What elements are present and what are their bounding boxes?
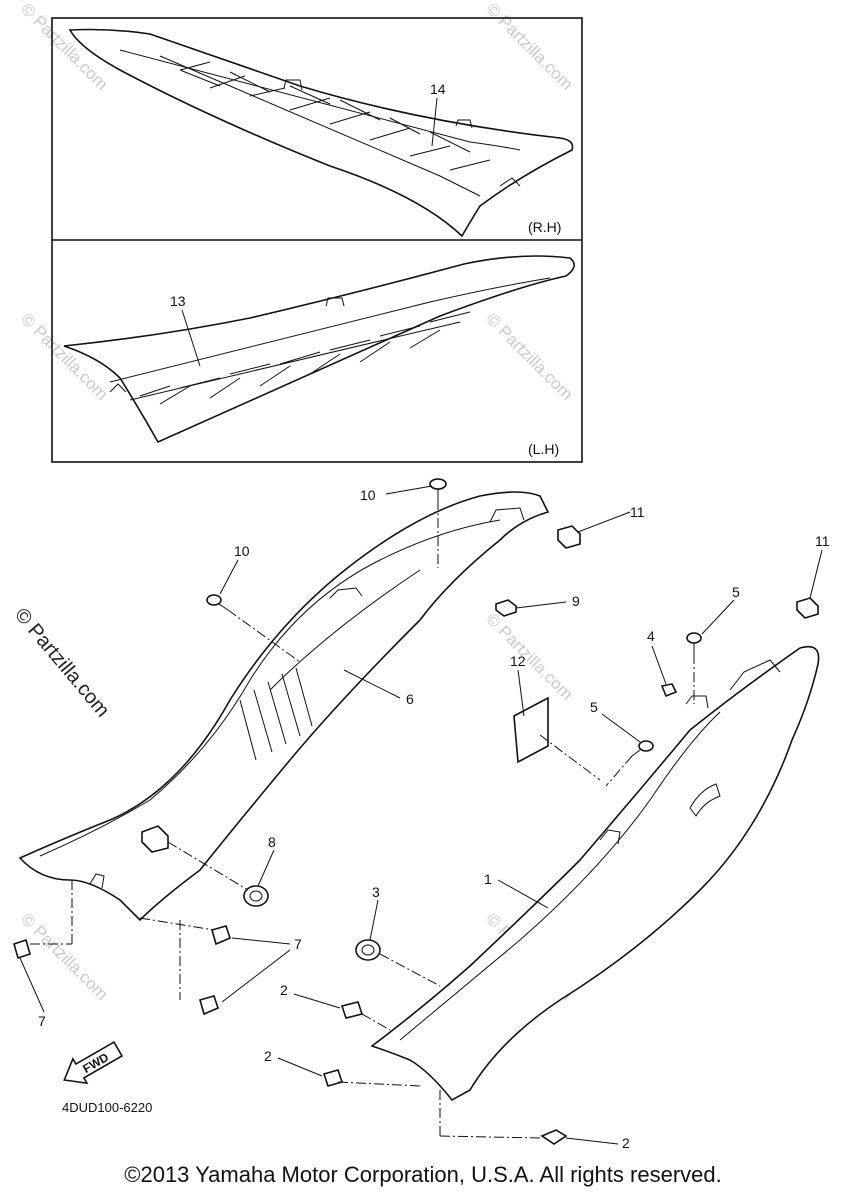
inset-label-rh: (R.H) bbox=[528, 219, 561, 235]
callout-leaders bbox=[19, 485, 823, 1145]
watermark-text: © Partzilla.com bbox=[482, 0, 576, 94]
callout-2: 2 bbox=[280, 982, 288, 998]
copyright-footer: ©2013 Yamaha Motor Corporation, U.S.A. A… bbox=[124, 1162, 722, 1187]
callout-11: 11 bbox=[630, 504, 645, 520]
diagram-code: 4DUD100-6220 bbox=[62, 1100, 152, 1115]
fwd-arrow-icon: FWD bbox=[63, 1040, 124, 1085]
part-8-grommet bbox=[243, 885, 269, 907]
part-7-damper-a bbox=[211, 925, 231, 946]
part-4-nut bbox=[660, 683, 678, 698]
inset-box bbox=[51, 17, 583, 463]
part-2-damper-c bbox=[540, 1129, 568, 1145]
side-watermark: © Partzilla.com bbox=[10, 604, 113, 721]
callout-7: 7 bbox=[38, 1013, 46, 1029]
part-10-screw-a bbox=[429, 478, 447, 500]
watermark-text: © Partzilla.com bbox=[482, 609, 576, 703]
part-6-side-cover-upper bbox=[18, 491, 550, 922]
part-2-damper-a bbox=[340, 1001, 364, 1019]
callout-1: 1 bbox=[484, 871, 492, 887]
callout-4: 4 bbox=[647, 628, 655, 644]
part-12-label bbox=[513, 696, 549, 764]
callout-5: 5 bbox=[590, 699, 598, 715]
part-1-side-cover-lower bbox=[370, 645, 820, 1102]
part-10-screw-b bbox=[206, 594, 229, 611]
part-7-damper-b bbox=[199, 995, 219, 1016]
part-13-inner-cover-left bbox=[63, 255, 575, 444]
part-3-grommet bbox=[355, 939, 381, 961]
callout-3: 3 bbox=[372, 884, 380, 900]
callout-7: 7 bbox=[294, 936, 302, 952]
part-9-nut bbox=[495, 599, 517, 617]
callout-2: 2 bbox=[622, 1135, 630, 1151]
part-5-bolt-b bbox=[631, 740, 654, 757]
callout-13: 13 bbox=[170, 293, 186, 309]
callout-10: 10 bbox=[234, 543, 250, 559]
callout-10: 10 bbox=[360, 487, 376, 503]
callout-5: 5 bbox=[732, 584, 740, 600]
part-damper bbox=[141, 825, 169, 853]
watermark-text: © Partzilla.com bbox=[17, 909, 111, 1003]
leader-lines bbox=[30, 500, 695, 1139]
callout-12: 12 bbox=[510, 653, 526, 669]
watermark-text: © Partzilla.com bbox=[482, 309, 576, 403]
callout-2: 2 bbox=[264, 1048, 272, 1064]
inset-label-lh: (L.H) bbox=[528, 441, 559, 457]
callout-8: 8 bbox=[268, 834, 276, 850]
part-11-nut-a bbox=[557, 525, 581, 549]
callout-9: 9 bbox=[572, 593, 580, 609]
part-2-damper-b bbox=[322, 1069, 344, 1087]
part-5-bolt-a bbox=[686, 632, 702, 654]
part-14-inner-cover-right bbox=[68, 28, 574, 238]
callout-11: 11 bbox=[815, 533, 830, 549]
part-11-nut-b bbox=[796, 597, 819, 619]
part-7-damper-c bbox=[13, 938, 31, 960]
callout-6: 6 bbox=[406, 691, 414, 707]
callout-14: 14 bbox=[430, 81, 446, 97]
